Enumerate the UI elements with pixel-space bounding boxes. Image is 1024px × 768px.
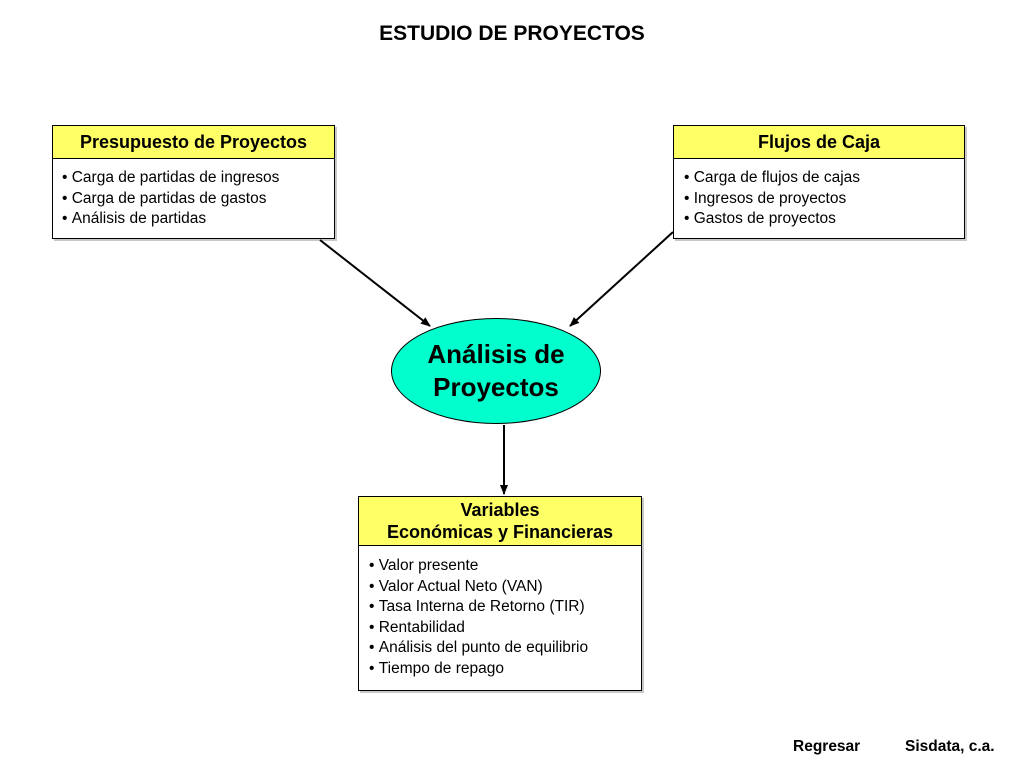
list-item: Carga de partidas de ingresos — [62, 168, 334, 189]
arrow-flujos-to-center — [569, 231, 674, 327]
flujos-box: Flujos de Caja Carga de flujos de cajas … — [673, 125, 965, 239]
flujos-list: Carga de flujos de cajas Ingresos de pro… — [674, 159, 964, 230]
variables-box: Variables Económicas y Financieras Valor… — [358, 496, 642, 691]
variables-list: Valor presente Valor Actual Neto (VAN) T… — [359, 546, 641, 679]
company-label: Sisdata, c.a. — [905, 738, 995, 755]
list-item: Gastos de proyectos — [684, 209, 964, 230]
back-link[interactable]: Regresar — [793, 738, 861, 755]
flujos-heading: Flujos de Caja — [674, 126, 964, 159]
presupuesto-box: Presupuesto de Proyectos Carga de partid… — [52, 125, 335, 239]
list-item: Análisis de partidas — [62, 209, 334, 230]
variables-heading-line1: Variables — [460, 500, 540, 520]
list-item: Análisis del punto de equilibrio — [369, 638, 641, 659]
list-item: Carga de flujos de cajas — [684, 168, 964, 189]
presupuesto-list: Carga de partidas de ingresos Carga de p… — [53, 159, 334, 230]
list-item: Valor presente — [369, 556, 641, 577]
list-item: Tiempo de repago — [369, 659, 641, 680]
page-title: ESTUDIO DE PROYECTOS — [379, 22, 645, 45]
center-label-line2: Proyectos — [433, 372, 559, 402]
list-item: Tasa Interna de Retorno (TIR) — [369, 597, 641, 618]
variables-heading: Variables Económicas y Financieras — [359, 497, 641, 546]
variables-heading-line2: Económicas y Financieras — [386, 522, 614, 542]
arrow-presupuesto-to-center — [319, 239, 431, 327]
presupuesto-heading: Presupuesto de Proyectos — [53, 126, 334, 159]
analisis-proyectos-node: Análisis de Proyectos — [391, 318, 601, 424]
list-item: Valor Actual Neto (VAN) — [369, 577, 641, 598]
center-label-line1: Análisis de — [427, 339, 565, 369]
list-item: Ingresos de proyectos — [684, 189, 964, 210]
list-item: Rentabilidad — [369, 618, 641, 639]
list-item: Carga de partidas de gastos — [62, 189, 334, 210]
